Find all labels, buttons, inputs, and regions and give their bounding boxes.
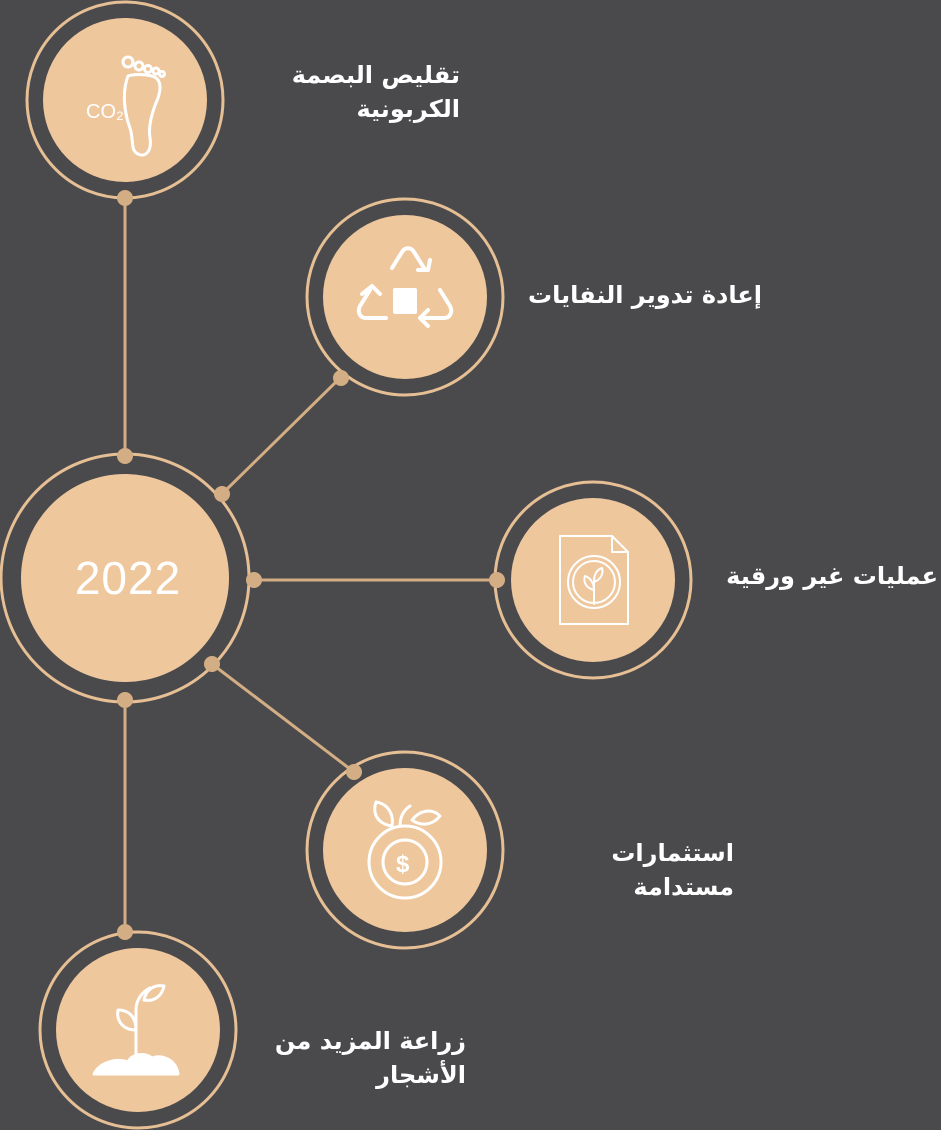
dot <box>346 764 362 780</box>
sprout-icon <box>92 984 180 1076</box>
dot <box>333 370 349 386</box>
label-trees-line-2: الأشجار <box>376 1061 466 1089</box>
connectors <box>123 198 498 932</box>
node-invest <box>323 768 487 932</box>
label-paperless: عمليات غير ورقية <box>700 559 938 593</box>
ring-invest <box>305 750 505 950</box>
label-trees-line-1: زراعة المزيد من <box>274 1027 466 1055</box>
label-trees: زراعة المزيد من الأشجار <box>250 1024 466 1092</box>
ring-recycle <box>305 197 505 397</box>
label-carbon-line-2: الكربونية <box>356 95 460 123</box>
label-recycle-line-1: إعادة تدوير النفايات <box>527 281 762 309</box>
dot <box>246 572 262 588</box>
label-carbon: تقليص البصمة الكربونية <box>260 58 460 126</box>
connector-recycle <box>220 376 342 496</box>
co2-icon-text: CO₂ <box>86 101 124 123</box>
paperless-document-icon <box>559 535 629 625</box>
dot <box>117 448 133 464</box>
dot <box>214 486 230 502</box>
connector-invest <box>211 662 355 774</box>
label-paperless-line-1: عمليات غير ورقية <box>726 562 938 590</box>
label-invest: استثمارات مستدامة <box>560 836 734 904</box>
footprint-co2-icon: CO₂ <box>86 55 166 157</box>
label-invest-line-1: استثمارات <box>611 839 734 867</box>
svg-text:$: $ <box>396 851 410 878</box>
dot <box>489 572 505 588</box>
node-hub <box>21 474 229 682</box>
recycle-icon <box>356 246 454 328</box>
label-invest-line-2: مستدامة <box>633 873 734 901</box>
node-trees <box>56 948 220 1112</box>
label-recycle: إعادة تدوير النفايات <box>500 278 762 312</box>
ring-trees <box>38 930 238 1130</box>
connector-dots <box>117 190 505 940</box>
money-fruit-icon: $ <box>367 800 443 900</box>
dot <box>204 656 220 672</box>
dot <box>117 190 133 206</box>
hub-year: 2022 <box>74 552 182 604</box>
label-carbon-line-1: تقليص البصمة <box>291 61 460 89</box>
dot <box>117 692 133 708</box>
dot <box>117 924 133 940</box>
